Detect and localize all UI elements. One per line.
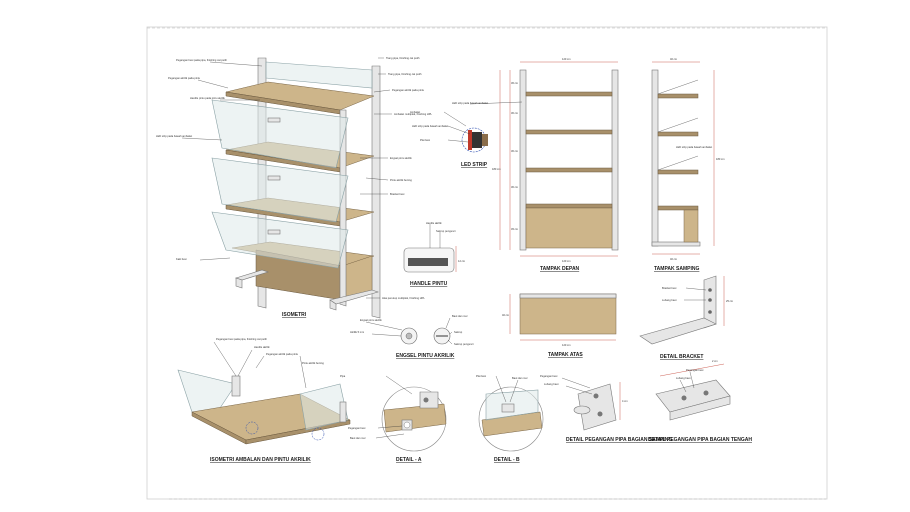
iso-label-11: Pintu akrilik bening <box>390 178 412 182</box>
handle-label-1: Handle akrilik <box>426 221 442 225</box>
iso-label-12: Bracket besi <box>390 192 405 196</box>
detail-a-label-3: Baut dan mur <box>350 436 366 440</box>
bracket-detail: Bracket besi Lubang baut 25 cm DETAIL BR… <box>639 275 733 360</box>
shelf-isometric: Pegangan besi pada pipa, finishing cat p… <box>177 337 351 463</box>
iso-label-2: Pegangan akrilik pada pintu <box>168 76 201 80</box>
hinge-label-3: Baut dan mur <box>452 314 468 318</box>
front-dim-top: 120 cm <box>562 57 571 61</box>
top-dim-w: 120 cm <box>562 343 571 347</box>
iso-label-13: Alas penutup multiplek, finishing HPL <box>382 296 425 300</box>
shelf-label-3: Pegangan akrilik pada pintu <box>266 352 299 356</box>
iso-label-10: Engsel pintu akrilik <box>390 156 412 160</box>
side-dim-bottom: 40 cm <box>670 257 677 261</box>
led-label-3: Plat besi <box>420 138 430 142</box>
title-detail-b: DETAIL - B <box>494 457 520 463</box>
hinge-label-1: Engsel pintu akrilik <box>360 318 382 322</box>
detail-b: Plat besi Baut dan mur DETAIL - B <box>476 374 544 463</box>
shelf-label-4: Pintu akrilik bening <box>302 361 324 365</box>
top-view: 40 cm 120 cm TAMPAK ATAS <box>502 293 617 358</box>
side-dim: 4 cm <box>622 399 628 403</box>
center-label-1: Pegangan besi <box>686 368 704 372</box>
title-tampak-samping: TAMPAK SAMPING <box>654 266 699 272</box>
detail-b-label-1: Plat besi <box>476 374 486 378</box>
center-dim: 2 cm <box>712 359 718 363</box>
title-isometri-rak: ISOMETRI AMBALAN DAN PINTU AKRILIK <box>210 457 311 463</box>
front-dim-s1: 36 cm <box>511 81 518 85</box>
front-dim-s5: 45 cm <box>511 227 518 231</box>
shelf-label-2: Handle akrilik <box>254 345 270 349</box>
handle-dim: 12 cm <box>458 259 465 263</box>
iso-label-4: LED strip pada bawah ambalan <box>156 134 193 138</box>
title-pegangan-tengah: DETAIL PEGANGAN PIPA BAGIAN TENGAH <box>648 437 752 443</box>
hinge-label-2: Akrilik 5 mm <box>350 330 364 334</box>
center-label-2: Lubang baut <box>676 376 691 380</box>
side-dim-h: 180 cm <box>716 157 725 161</box>
detail-a: Pipa Pegangan besi Baut dan mur DETAIL -… <box>340 374 447 463</box>
bracket-label-1: Bracket besi <box>662 286 677 290</box>
side-view-label: LED strip pada bawah ambalan <box>676 145 713 149</box>
front-dim-bottom: 120 cm <box>562 259 571 263</box>
top-dim-d: 40 cm <box>502 313 509 317</box>
isometric-view: Pegangan besi pada pipa, finishing cat p… <box>156 56 432 319</box>
front-view: 120 cm 120 cm 180 cm 36 cm 30 cm 30 cm 3… <box>452 57 619 272</box>
title-detail-a: DETAIL - A <box>396 457 422 463</box>
front-dim-s4: 30 cm <box>511 185 518 189</box>
side-view: 40 cm 40 cm 180 cm LED strip pada bawah … <box>651 57 725 272</box>
handle-label-2: Sekrup pengunci <box>436 229 456 233</box>
led-label-2: LED strip pada bawah ambalan <box>412 124 449 128</box>
bracket-label-2: Lubang baut <box>662 298 677 302</box>
iso-label-7: Tiang pipa, finishing cat putih <box>388 72 422 76</box>
front-label-1: LED strip pada bawah ambalan <box>452 101 489 105</box>
shelf-label-1: Pegangan besi pada pipa, finishing cat p… <box>216 337 267 341</box>
led-strip-detail: Ambalan LED strip pada bawah ambalan Pla… <box>410 110 488 168</box>
hinge-label-4: Sekrup <box>454 330 463 334</box>
handle-detail: Handle akrilik Sekrup pengunci 12 cm HAN… <box>403 221 465 287</box>
hinge-label-5: Sekrup pengunci <box>454 342 474 346</box>
title-engsel: ENGSEL PINTU AKRILIK <box>396 353 455 359</box>
title-isometri: ISOMETRI <box>282 312 307 318</box>
iso-label-3: Handle pintu pada pintu akrilik <box>190 96 225 100</box>
iso-label-8: Pegangan akrilik pada pintu <box>392 88 425 92</box>
pipe-holder-center: Pegangan besi Lubang baut 2 cm DETAIL PE… <box>648 359 752 443</box>
led-label-1: Ambalan <box>410 110 421 114</box>
front-dim-s3: 30 cm <box>511 149 518 153</box>
iso-label-6: Tiang pipa, finishing cat putih <box>386 56 420 60</box>
iso-label-1: Pegangan besi pada pipa, finishing cat p… <box>176 58 227 62</box>
detail-b-label-2: Baut dan mur <box>512 376 528 380</box>
detail-a-label-1: Pipa <box>340 374 346 378</box>
title-pegangan-samping: DETAIL PEGANGAN PIPA BAGIAN SAMPING <box>566 437 672 443</box>
title-tampak-depan: TAMPAK DEPAN <box>540 266 580 272</box>
front-dim-total: 180 cm <box>492 167 501 171</box>
side-dim-top: 40 cm <box>670 57 677 61</box>
pipe-holder-side: Pegangan besi Lubang baut 4 cm DETAIL PE… <box>540 374 672 443</box>
side-label-1: Pegangan besi <box>540 374 558 378</box>
title-tampak-atas: TAMPAK ATAS <box>548 352 583 358</box>
iso-label-5: Kaki besi <box>176 257 187 261</box>
side-label-2: Lubang baut <box>544 382 559 386</box>
bracket-dim-h: 25 cm <box>726 299 733 303</box>
title-led-strip: LED STRIP <box>461 162 488 168</box>
iso-label-9: Ambalan multiplek, finishing HPL <box>394 112 432 116</box>
hinge-detail: Engsel pintu akrilik Akrilik 5 mm Baut d… <box>350 314 474 359</box>
title-handle: HANDLE PINTU <box>410 281 448 287</box>
front-dim-s2: 30 cm <box>511 111 518 115</box>
detail-a-label-2: Pegangan besi <box>348 426 366 430</box>
title-detail-bracket: DETAIL BRACKET <box>660 354 703 360</box>
